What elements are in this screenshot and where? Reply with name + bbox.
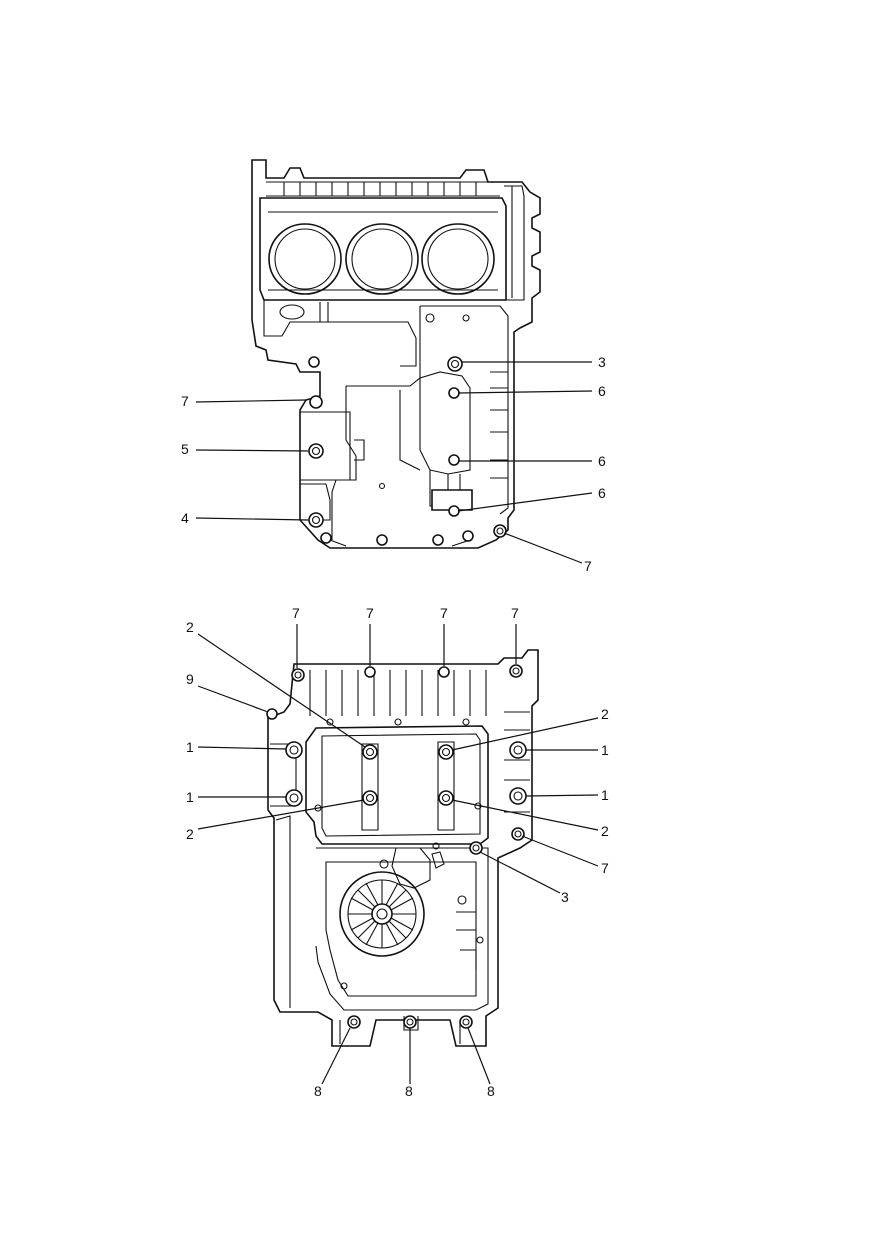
upper-view-leaders xyxy=(195,361,593,564)
callout-8-lower-a: 8 xyxy=(314,1083,322,1099)
upper-crankcase-drawing xyxy=(251,159,541,549)
lower-view-callouts: 7 7 7 7 2 9 1 1 2 2 1 1 2 7 3 8 8 8 xyxy=(186,605,609,1099)
cooling-fins xyxy=(283,182,477,196)
lower-cooling-fins xyxy=(309,670,487,716)
callout-7-lower-right: 7 xyxy=(601,860,609,876)
callout-8-lower-c: 8 xyxy=(487,1083,495,1099)
callout-7-upper-right: 7 xyxy=(584,558,592,574)
callout-4-upper: 4 xyxy=(181,510,189,526)
callout-6-upper-a: 6 xyxy=(598,383,606,399)
callout-6-upper-c: 6 xyxy=(598,485,606,501)
callout-6-upper-b: 6 xyxy=(598,453,606,469)
callout-3-lower: 3 xyxy=(561,889,569,905)
lower-view-leaders xyxy=(197,624,599,1085)
callout-2-lower-lower-right: 2 xyxy=(601,823,609,839)
callout-7-lower-b: 7 xyxy=(366,605,374,621)
callout-1-lower-right-b: 1 xyxy=(601,787,609,803)
callout-7-upper-left: 7 xyxy=(181,393,189,409)
callout-2-lower-upper-left: 2 xyxy=(186,619,194,635)
callout-1-lower-left-b: 1 xyxy=(186,789,194,805)
upper-case-bolts xyxy=(308,313,507,546)
callout-9-lower: 9 xyxy=(186,671,194,687)
callout-7-lower-d: 7 xyxy=(511,605,519,621)
lower-crankcase-drawing xyxy=(266,649,539,1047)
callout-5-upper: 5 xyxy=(181,441,189,457)
callout-2-lower-upper-right: 2 xyxy=(601,706,609,722)
cylinder-bores xyxy=(268,223,495,295)
callout-3-upper: 3 xyxy=(598,354,606,370)
callout-2-lower-lower-left: 2 xyxy=(186,826,194,842)
oil-pump-rotor xyxy=(339,871,425,957)
callout-8-lower-b: 8 xyxy=(405,1083,413,1099)
upper-view-callouts: 3 6 6 6 7 7 5 4 xyxy=(181,354,606,574)
callout-7-lower-a: 7 xyxy=(292,605,300,621)
callout-7-lower-c: 7 xyxy=(440,605,448,621)
callout-1-lower-left-a: 1 xyxy=(186,739,194,755)
callout-1-lower-right-a: 1 xyxy=(601,742,609,758)
lower-case-bolts xyxy=(266,664,527,1029)
